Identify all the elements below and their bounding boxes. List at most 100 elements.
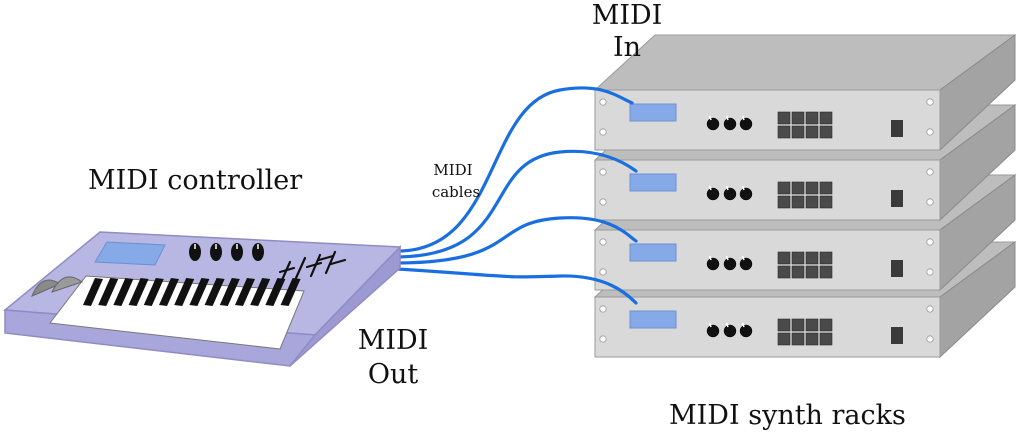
synth-rack-stack xyxy=(593,34,1017,359)
rack-knob-icon xyxy=(739,324,753,338)
rack-knob-indicator xyxy=(725,255,729,261)
rack-knob-icon xyxy=(706,187,720,201)
rack-knob-indicator xyxy=(708,185,712,191)
mounting-hole-icon xyxy=(599,238,607,246)
midi-in-label-line2: In xyxy=(613,32,641,63)
rack-button xyxy=(791,251,805,265)
mounting-hole-icon xyxy=(926,268,934,276)
rack-button xyxy=(777,195,791,209)
rack-button xyxy=(791,195,805,209)
rack-button xyxy=(819,111,833,125)
midi-cable xyxy=(396,86,634,253)
rack-button xyxy=(777,332,791,346)
rack-button xyxy=(791,181,805,195)
rack-knob-indicator xyxy=(708,322,712,328)
rack-knob-icon xyxy=(739,257,753,271)
rack-button xyxy=(777,265,791,279)
rack-knob-indicator xyxy=(725,322,729,328)
rack-button xyxy=(777,318,791,332)
mounting-hole-icon xyxy=(926,238,934,246)
rack-button xyxy=(791,318,805,332)
rack-power-switch xyxy=(891,260,903,277)
rack-button xyxy=(791,265,805,279)
rack-button xyxy=(791,125,805,139)
mounting-hole-icon xyxy=(599,268,607,276)
midi-cable xyxy=(396,216,638,265)
rack-button xyxy=(805,195,819,209)
rack-knob-indicator xyxy=(708,255,712,261)
mounting-hole-icon xyxy=(599,335,607,343)
rack-knob-icon xyxy=(706,117,720,131)
rack-button xyxy=(777,181,791,195)
cables-label-line1: MIDI xyxy=(433,161,472,179)
mounting-hole-icon xyxy=(926,305,934,313)
controller-label: MIDI controller xyxy=(88,165,302,196)
rack-knob-icon xyxy=(739,187,753,201)
racks-label: MIDI synth racks xyxy=(669,400,906,431)
rack-button xyxy=(777,251,791,265)
rack-knob-indicator xyxy=(741,115,745,121)
rack-button xyxy=(819,195,833,209)
black-key xyxy=(159,278,179,306)
rack-button xyxy=(819,251,833,265)
rack-button xyxy=(805,125,819,139)
black-key xyxy=(83,278,103,306)
mounting-hole-icon xyxy=(599,305,607,313)
mounting-hole-icon xyxy=(599,98,607,106)
fader-cap xyxy=(305,261,323,269)
keyboard-knob-icon xyxy=(252,243,264,261)
mounting-hole-icon xyxy=(926,168,934,176)
rack-button xyxy=(777,125,791,139)
rack-button xyxy=(819,125,833,139)
rack-knob-icon xyxy=(723,187,737,201)
black-key xyxy=(265,278,286,306)
black-key xyxy=(204,278,225,306)
keyboard-knob-icon xyxy=(210,243,222,261)
mounting-hole-icon xyxy=(599,198,607,206)
rack-power-switch xyxy=(891,120,903,137)
mounting-hole-icon xyxy=(926,198,934,206)
midi-out-label-line1: MIDI xyxy=(358,325,429,356)
rack-knob-indicator xyxy=(741,255,745,261)
synth-rack xyxy=(593,34,1017,152)
rack-display xyxy=(629,173,677,192)
mounting-hole-icon xyxy=(599,128,607,136)
black-key xyxy=(250,278,271,306)
fader-cap xyxy=(329,258,347,266)
rack-knob-icon xyxy=(723,117,737,131)
rack-button xyxy=(777,111,791,125)
keyboard-faders xyxy=(278,250,347,282)
rack-knob-icon xyxy=(739,117,753,131)
rack-button xyxy=(791,111,805,125)
rack-button xyxy=(819,265,833,279)
rack-knob-indicator xyxy=(741,322,745,328)
black-key xyxy=(219,278,240,306)
midi-cable xyxy=(396,149,638,259)
rack-button xyxy=(819,181,833,195)
black-key xyxy=(143,278,164,306)
rack-knob-indicator xyxy=(741,185,745,191)
rack-button xyxy=(819,332,833,346)
black-key xyxy=(113,278,134,306)
rack-knob-icon xyxy=(706,324,720,338)
rack-knob-icon xyxy=(723,324,737,338)
midi-in-label-line1: MIDI xyxy=(592,0,663,31)
black-key xyxy=(235,278,255,306)
rack-power-switch xyxy=(891,190,903,207)
mounting-hole-icon xyxy=(926,128,934,136)
keyboard-side-face xyxy=(289,245,401,367)
fader-track xyxy=(294,256,307,280)
keyboard-display xyxy=(94,241,166,266)
fader-cap xyxy=(278,266,296,274)
black-key xyxy=(189,278,210,306)
rack-power-switch xyxy=(891,327,903,344)
midi-cable xyxy=(396,267,638,305)
black-key xyxy=(280,278,301,306)
rack-knob-icon xyxy=(723,257,737,271)
rack-display xyxy=(629,243,677,262)
rack-button xyxy=(805,318,819,332)
rack-knob-indicator xyxy=(725,185,729,191)
rack-button xyxy=(805,332,819,346)
mounting-hole-icon xyxy=(926,335,934,343)
